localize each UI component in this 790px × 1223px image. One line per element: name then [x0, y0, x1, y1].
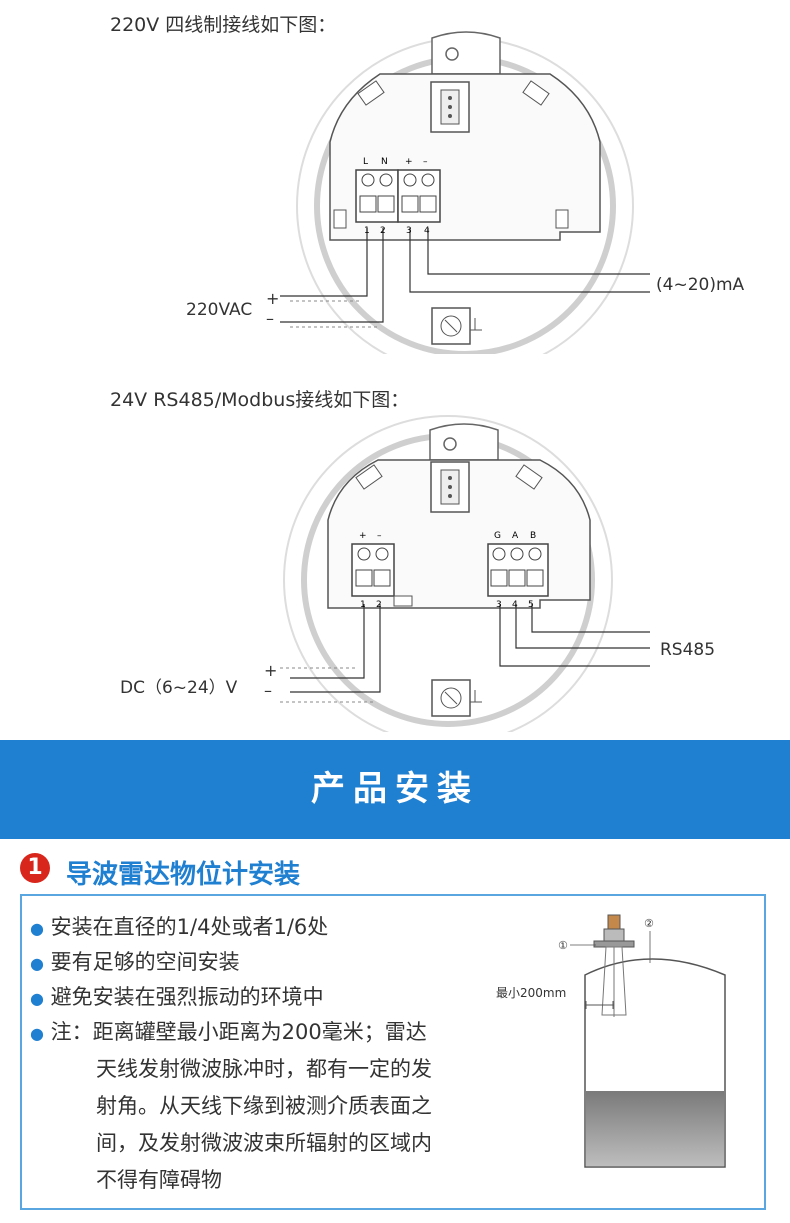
signal-label-4-20ma: (4~20)mA: [656, 275, 745, 295]
note-line-2: 天线发射微波脉冲时，都有一定的发: [96, 1057, 432, 1081]
terminal-top-b: B: [530, 531, 536, 541]
terminal-top-2: N: [381, 157, 388, 167]
terminal-num-3: 3: [406, 226, 412, 236]
note-line-1: 注：距离罐壁最小距离为200毫米；雷达: [50, 1020, 427, 1044]
wiring-diagram-24v: + – G A B 1 2 3 4 5: [280, 415, 650, 732]
note-line-4: 间，及发射微波波束所辐射的区域内: [96, 1131, 432, 1155]
terminal-top-1: L: [363, 157, 368, 167]
terminal-top-plus: +: [359, 531, 367, 541]
bullet-text: 要有足够的空间安装: [50, 950, 240, 974]
tank-distance-label: 最小200mm: [496, 986, 566, 1000]
section-title: 导波雷达物位计安装: [66, 860, 301, 890]
minus-sign-2: –: [264, 681, 272, 700]
terminal-num-1: 1: [360, 600, 366, 610]
minus-sign: –: [266, 309, 274, 328]
plus-sign-2: +: [264, 661, 278, 680]
caption-24v: 24V RS485/Modbus接线如下图：: [110, 389, 410, 411]
plus-sign: +: [266, 289, 280, 308]
bullet-item-3: ● 避免安装在强烈振动的环境中: [30, 982, 324, 1014]
terminal-num-5: 5: [528, 600, 534, 610]
terminal-top-4: –: [423, 157, 428, 167]
wiring-diagram-220v: L N + – 1 2 3 4: [280, 31, 650, 354]
bullet-text: 安装在直径的1/4处或者1/6处: [50, 915, 329, 939]
terminal-num-4: 4: [512, 600, 518, 610]
tank-marker-1: ①: [558, 939, 568, 952]
bullet-dot-icon: ●: [30, 1024, 44, 1043]
bullet-dot-icon: ●: [30, 989, 44, 1008]
bullet-dot-icon: ●: [30, 919, 44, 938]
tank-diagram: ① ② 最小200mm: [496, 914, 726, 1168]
bullet-item-1: ● 安装在直径的1/4处或者1/6处: [30, 912, 328, 944]
power-label-220vac: 220VAC: [186, 300, 253, 320]
banner-title: 产品安装: [311, 769, 479, 809]
bullet-item-note: ● 注：距离罐壁最小距离为200毫米；雷达: [30, 1017, 427, 1049]
note-line-3: 射角。从天线下缘到被测介质表面之: [96, 1094, 432, 1118]
terminal-top-g: G: [494, 531, 501, 541]
signal-label-rs485: RS485: [660, 640, 716, 660]
bullet-text: 避免安装在强烈振动的环境中: [50, 985, 324, 1009]
tank-marker-2: ②: [644, 917, 654, 930]
caption-220v: 220V 四线制接线如下图：: [110, 14, 337, 36]
terminal-num-4: 4: [424, 226, 430, 236]
terminal-top-a: A: [512, 531, 519, 541]
bullet-item-2: ● 要有足够的空间安装: [30, 947, 240, 979]
install-info-box: [20, 894, 766, 1210]
terminal-top-minus: –: [377, 531, 382, 541]
section-banner: [0, 740, 790, 839]
terminal-num-2: 2: [376, 600, 382, 610]
terminal-num-2: 2: [380, 226, 386, 236]
section-number-badge: 1: [20, 853, 50, 883]
power-label-dc: DC（6~24）V: [120, 678, 238, 698]
note-line-5: 不得有障碍物: [96, 1168, 222, 1192]
terminal-num-1: 1: [364, 226, 370, 236]
terminal-num-3: 3: [496, 600, 502, 610]
terminal-top-3: +: [405, 157, 413, 167]
bullet-dot-icon: ●: [30, 954, 44, 973]
